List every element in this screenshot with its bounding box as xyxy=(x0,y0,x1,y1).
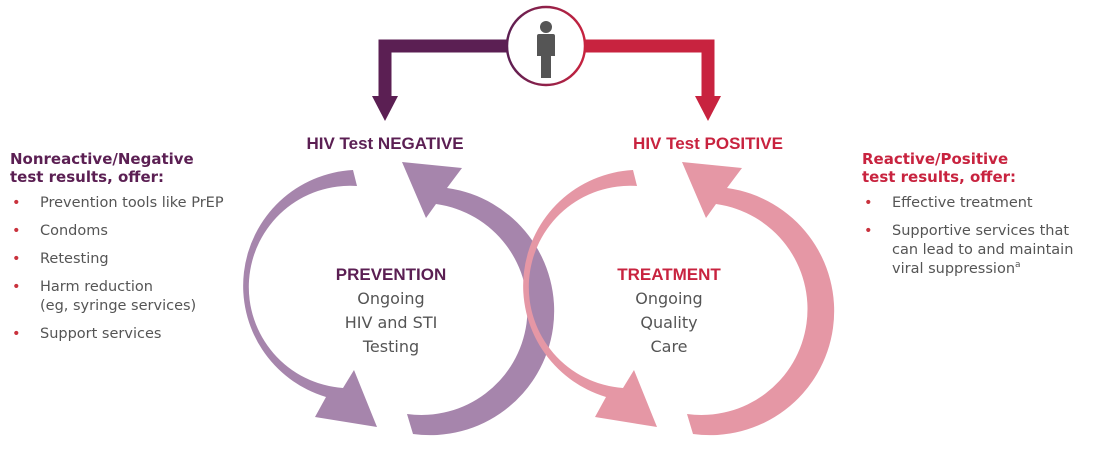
negative-offer-panel: Nonreactive/Negative test results, offer… xyxy=(10,150,260,353)
connector-positive xyxy=(584,39,721,121)
connector-negative xyxy=(372,39,508,121)
list-item-text: Supportive services that can lead to and… xyxy=(892,223,1074,277)
treatment-line-1: Ongoing xyxy=(635,289,702,308)
prevention-line-3: Testing xyxy=(362,337,419,356)
positive-offer-panel: Reactive/Positive test results, offer: E… xyxy=(862,150,1087,288)
person-node xyxy=(505,5,587,87)
cycle-arrow-up xyxy=(402,162,555,436)
positive-panel-heading: Reactive/Positive test results, offer: xyxy=(862,150,1017,186)
treatment-title: TREATMENT xyxy=(617,265,721,284)
circular-arrows-icon xyxy=(243,162,555,436)
list-item: Retesting xyxy=(10,250,260,269)
down-arrow-icon xyxy=(695,96,721,121)
prevention-line-1: Ongoing xyxy=(357,289,424,308)
negative-panel-heading: Nonreactive/Negative test results, offer… xyxy=(10,150,194,186)
list-item: Support services xyxy=(10,325,260,344)
treatment-line-2: Quality xyxy=(640,313,697,332)
positive-test-label: HIV Test POSITIVE xyxy=(633,134,783,153)
negative-offer-list: Prevention tools like PrEP Condoms Retes… xyxy=(10,194,260,344)
cycle-arrow-up xyxy=(682,162,835,436)
prevention-line-2: HIV and STI xyxy=(345,313,438,332)
list-item: Supportive services that can lead to and… xyxy=(862,222,1087,279)
negative-test-label: HIV Test NEGATIVE xyxy=(306,134,463,153)
prevention-title: PREVENTION xyxy=(336,265,447,284)
treatment-cycle: TREATMENT Ongoing Quality Care xyxy=(523,162,835,436)
cycle-arrow-down xyxy=(243,170,377,427)
list-item: Condoms xyxy=(10,222,260,241)
prevention-cycle: PREVENTION Ongoing HIV and STI Testing xyxy=(243,162,555,436)
person-icon xyxy=(537,21,555,78)
list-item: Harm reduction (eg, syringe services) xyxy=(10,278,260,316)
treatment-line-3: Care xyxy=(650,337,687,356)
footnote-marker: a xyxy=(1015,260,1021,271)
list-item: Effective treatment xyxy=(862,194,1087,213)
circular-arrows-icon xyxy=(523,162,835,436)
list-item: Prevention tools like PrEP xyxy=(10,194,260,213)
cycle-arrow-down xyxy=(523,170,657,427)
down-arrow-icon xyxy=(372,96,398,121)
positive-offer-list: Effective treatment Supportive services … xyxy=(862,194,1087,279)
